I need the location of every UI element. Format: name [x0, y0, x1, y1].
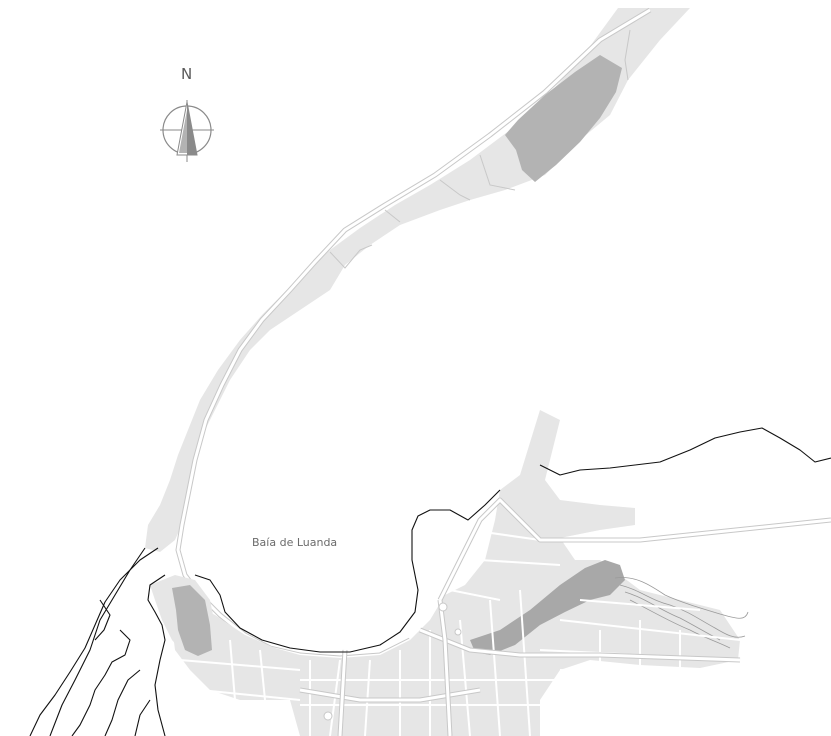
city-street-grid: [179, 529, 741, 736]
compass-north-arrow-icon: N: [160, 65, 214, 162]
marsh-contour-lines: [614, 577, 749, 649]
peninsula-parcel-lines: [329, 29, 631, 269]
north-letter: N: [181, 65, 192, 83]
peninsula-park-area: [505, 55, 622, 182]
arterial-roads: [299, 497, 831, 736]
marsh-park-area: [470, 560, 625, 655]
fortress-park-area: [172, 585, 212, 656]
bay-label: Baía de Luanda: [252, 536, 337, 549]
coastline: [29, 427, 831, 736]
roundabouts: [323, 602, 462, 721]
